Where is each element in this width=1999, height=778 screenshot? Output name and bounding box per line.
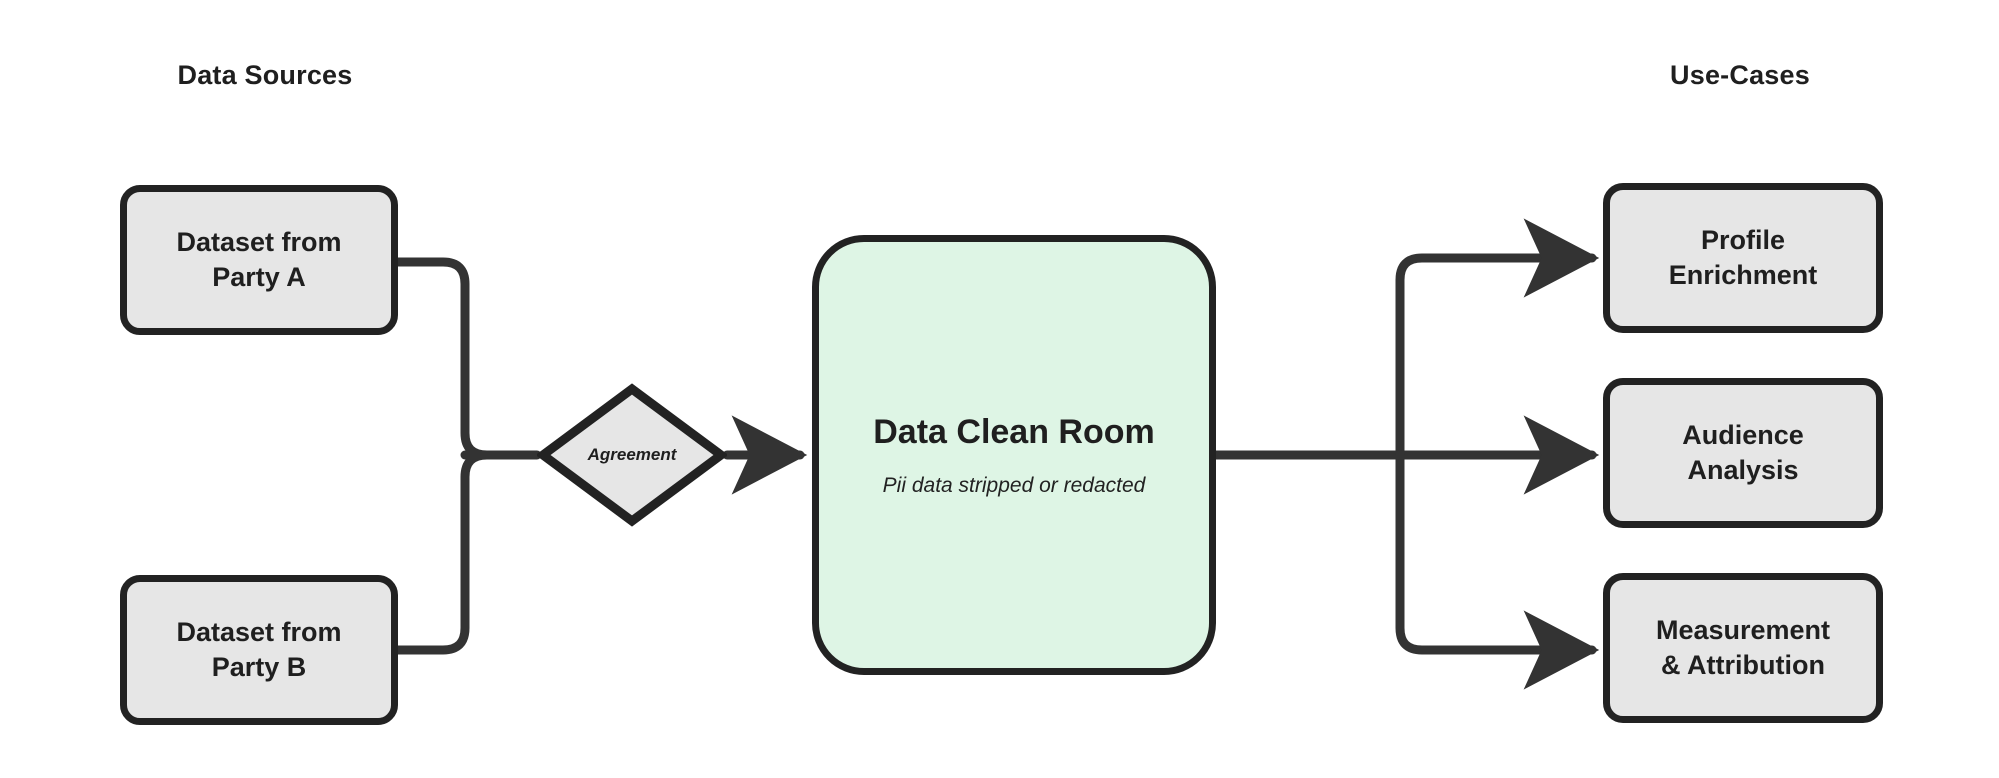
- node-agreement[interactable]: Agreement: [535, 383, 729, 527]
- diamond-shape: [535, 383, 729, 527]
- clean-room-subtitle: Pii data stripped or redacted: [882, 473, 1146, 497]
- node-profile-enrichment[interactable]: Profile Enrichment: [1603, 183, 1883, 333]
- clean-room-title: Data Clean Room: [873, 412, 1155, 451]
- node-data-clean-room[interactable]: Data Clean Room Pii data stripped or red…: [812, 235, 1216, 675]
- node-label-line1: Dataset from: [176, 227, 342, 258]
- node-label-line2: Party B: [211, 652, 307, 682]
- connector-bus-to-profile-enrichment: [1395, 218, 1600, 460]
- connector-bus-to-measurement-attribution: [1395, 450, 1600, 690]
- node-audience-analysis[interactable]: Audience Analysis: [1603, 378, 1883, 528]
- node-dataset-party-a[interactable]: Dataset from Party A: [120, 185, 398, 335]
- node-measurement-attribution[interactable]: Measurement & Attribution: [1603, 573, 1883, 723]
- node-label-line1: Profile: [1700, 225, 1786, 256]
- node-label-line2: & Attribution: [1661, 650, 1825, 680]
- node-label-line1: Dataset from: [176, 617, 342, 648]
- connector-party-b-to-bus: [393, 450, 492, 655]
- node-label-line1: Measurement: [1655, 615, 1831, 646]
- column-title-data-sources: Data Sources: [177, 60, 353, 90]
- node-label-line2: Party A: [212, 262, 306, 292]
- node-label-line2: Enrichment: [1668, 260, 1818, 290]
- node-dataset-party-b[interactable]: Dataset from Party B: [120, 575, 398, 725]
- connector-party-a-to-bus: [393, 257, 492, 460]
- column-title-use-cases: Use-Cases: [1670, 60, 1810, 90]
- node-label-line2: Analysis: [1687, 455, 1799, 485]
- node-label-line1: Audience: [1682, 420, 1804, 451]
